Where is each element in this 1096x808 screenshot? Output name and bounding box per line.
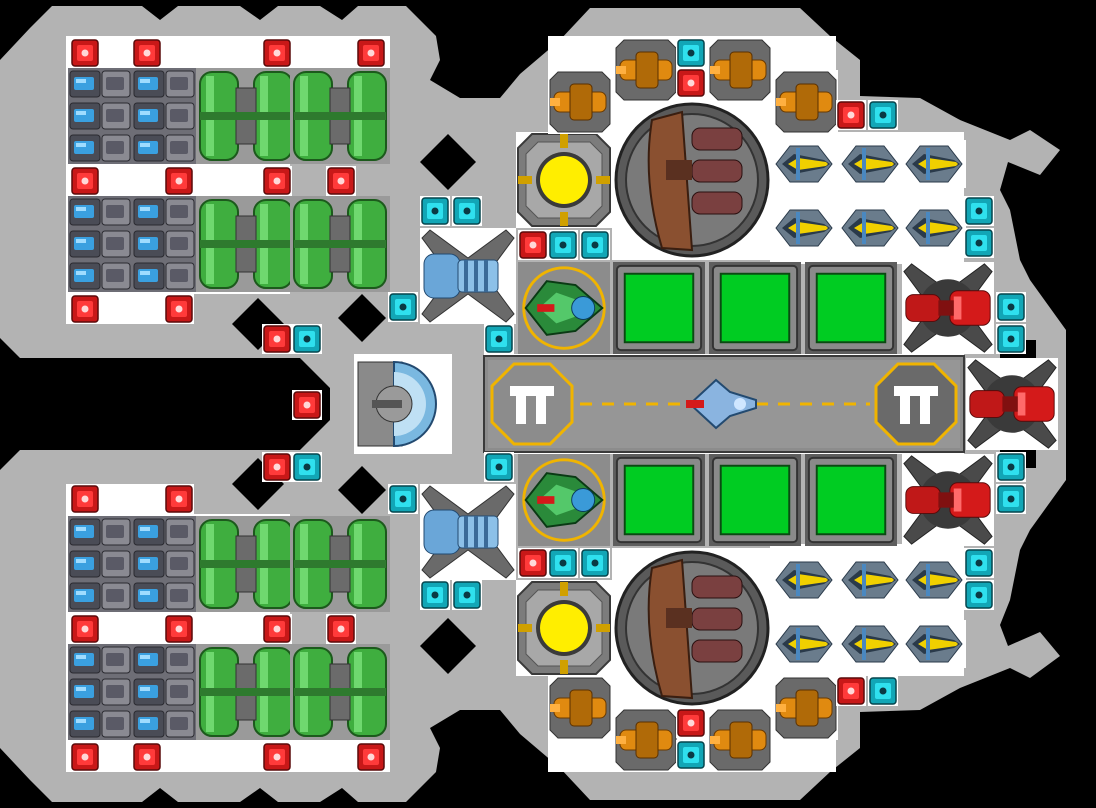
- missile-rack[interactable]: [902, 204, 966, 252]
- cyan-connector-node[interactable]: [292, 452, 322, 482]
- battery-cell[interactable]: [68, 228, 132, 260]
- battery-cell[interactable]: [68, 708, 132, 740]
- cyan-connector-node[interactable]: [484, 452, 514, 482]
- cyan-connector-node[interactable]: [484, 324, 514, 354]
- fighter-ship-icon[interactable]: [686, 378, 757, 430]
- cyan-connector-node[interactable]: [996, 452, 1026, 482]
- cyan-connector-node[interactable]: [676, 740, 706, 770]
- battery-cell[interactable]: [132, 260, 196, 292]
- battery-cell[interactable]: [132, 196, 196, 228]
- cyan-connector-node[interactable]: [388, 484, 418, 514]
- red-connector-node[interactable]: [262, 742, 292, 772]
- red-connector-node[interactable]: [836, 100, 866, 130]
- red-connector-node[interactable]: [164, 484, 194, 514]
- cyan-connector-node[interactable]: [548, 230, 578, 260]
- red-connector-node[interactable]: [70, 742, 100, 772]
- cyan-connector-node[interactable]: [580, 548, 610, 578]
- battery-cell[interactable]: [68, 196, 132, 228]
- battery-cell[interactable]: [132, 516, 196, 548]
- battery-cell[interactable]: [68, 548, 132, 580]
- missile-rack[interactable]: [838, 620, 902, 668]
- red-connector-node[interactable]: [164, 294, 194, 324]
- missile-rack[interactable]: [772, 556, 836, 604]
- red-connector-node[interactable]: [70, 38, 100, 68]
- red-connector-node[interactable]: [164, 614, 194, 644]
- red-connector-node[interactable]: [262, 324, 292, 354]
- red-connector-node[interactable]: [356, 38, 386, 68]
- battery-cell[interactable]: [132, 644, 196, 676]
- cyan-connector-node[interactable]: [964, 548, 994, 578]
- cyan-connector-node[interactable]: [388, 292, 418, 322]
- red-connector-node[interactable]: [70, 614, 100, 644]
- cyan-connector-node[interactable]: [996, 324, 1026, 354]
- cyan-connector-node[interactable]: [676, 38, 706, 68]
- red-connector-node[interactable]: [70, 166, 100, 196]
- battery-cell[interactable]: [132, 100, 196, 132]
- battery-cell[interactable]: [132, 676, 196, 708]
- red-connector-node[interactable]: [518, 548, 548, 578]
- battery-cell[interactable]: [68, 580, 132, 612]
- red-connector-node[interactable]: [518, 230, 548, 260]
- cyan-connector-node[interactable]: [452, 580, 482, 610]
- missile-rack[interactable]: [838, 556, 902, 604]
- sensor-dome[interactable]: [354, 356, 450, 452]
- cyan-connector-node[interactable]: [868, 676, 898, 706]
- battery-cell[interactable]: [132, 580, 196, 612]
- cyan-connector-node[interactable]: [292, 324, 322, 354]
- cyan-connector-node[interactable]: [868, 100, 898, 130]
- cyan-connector-node[interactable]: [548, 548, 578, 578]
- battery-cell[interactable]: [68, 644, 132, 676]
- battery-cell[interactable]: [132, 708, 196, 740]
- red-connector-node[interactable]: [70, 294, 100, 324]
- cyan-connector-node[interactable]: [580, 230, 610, 260]
- battery-cell[interactable]: [132, 548, 196, 580]
- cyan-connector-node[interactable]: [964, 228, 994, 258]
- hangar-pad-icon: [490, 362, 574, 446]
- battery-cell[interactable]: [132, 68, 196, 100]
- red-connector-node[interactable]: [164, 166, 194, 196]
- cyan-connector-node[interactable]: [420, 580, 450, 610]
- red-connector-node[interactable]: [292, 390, 322, 420]
- missile-rack[interactable]: [772, 140, 836, 188]
- hangar-pad-icon: [874, 362, 958, 446]
- red-connector-node[interactable]: [132, 742, 162, 772]
- battery-cell[interactable]: [68, 68, 132, 100]
- battery-cell[interactable]: [132, 228, 196, 260]
- missile-rack[interactable]: [772, 204, 836, 252]
- missile-rack[interactable]: [902, 140, 966, 188]
- battery-cell[interactable]: [68, 260, 132, 292]
- cyan-connector-node[interactable]: [964, 196, 994, 226]
- missile-rack[interactable]: [902, 556, 966, 604]
- hangar-runway[interactable]: [483, 355, 965, 453]
- red-connector-node[interactable]: [676, 708, 706, 738]
- red-connector-node[interactable]: [262, 614, 292, 644]
- missile-rack[interactable]: [838, 140, 902, 188]
- battery-cell[interactable]: [68, 676, 132, 708]
- battery-cell[interactable]: [68, 100, 132, 132]
- red-connector-node[interactable]: [132, 38, 162, 68]
- missile-rack[interactable]: [838, 204, 902, 252]
- cyan-connector-node[interactable]: [996, 292, 1026, 322]
- battery-cell[interactable]: [68, 132, 132, 164]
- missile-rack[interactable]: [772, 620, 836, 668]
- red-connector-node[interactable]: [326, 614, 356, 644]
- red-connector-node[interactable]: [676, 68, 706, 98]
- red-connector-node[interactable]: [836, 676, 866, 706]
- red-connector-node[interactable]: [262, 38, 292, 68]
- red-connector-node[interactable]: [262, 166, 292, 196]
- red-connector-node[interactable]: [326, 166, 356, 196]
- cyan-connector-node[interactable]: [964, 580, 994, 610]
- red-connector-node[interactable]: [356, 742, 386, 772]
- missile-rack[interactable]: [902, 620, 966, 668]
- battery-cell[interactable]: [68, 516, 132, 548]
- cyan-connector-node[interactable]: [420, 196, 450, 226]
- cyan-connector-node[interactable]: [996, 484, 1026, 514]
- red-connector-node[interactable]: [262, 452, 292, 482]
- red-connector-node[interactable]: [70, 484, 100, 514]
- cyan-connector-node[interactable]: [452, 196, 482, 226]
- battery-cell[interactable]: [132, 132, 196, 164]
